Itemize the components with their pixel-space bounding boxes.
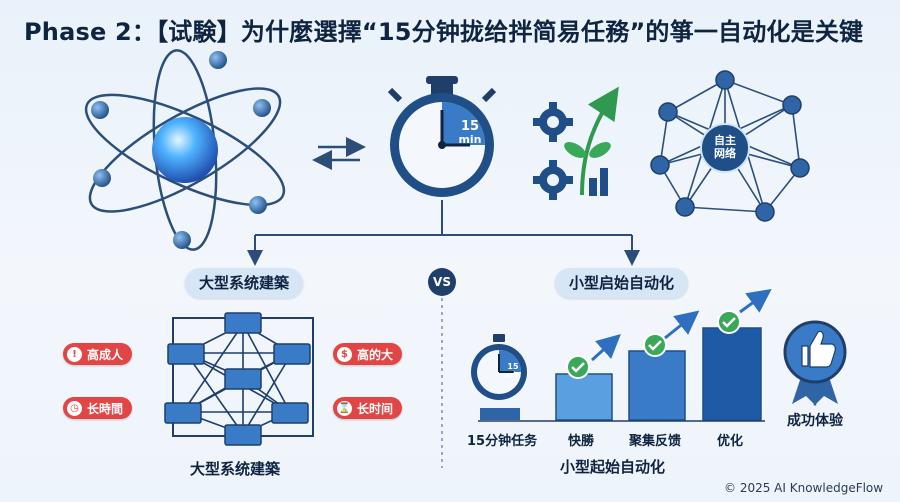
network-center-line2: 网络 bbox=[714, 147, 736, 160]
step-label: 优化 bbox=[717, 434, 744, 449]
step-label: 快勝 bbox=[568, 434, 595, 449]
warning-icon: ! bbox=[67, 346, 82, 362]
right-section-caption: 小型起始自动化 bbox=[560, 458, 666, 476]
tag-label: 长時間 bbox=[87, 401, 124, 416]
left-section-header: 大型系统建築 bbox=[185, 268, 304, 298]
branch-arrows bbox=[247, 200, 640, 266]
page-title: Phase 2：【试験】为什麼選擇“15分钟拢给拌简易任務”的箏一自动化是关键 bbox=[24, 18, 864, 46]
stopwatch-unit: min bbox=[458, 133, 482, 146]
tag-long-time: ◷ 长時間 bbox=[63, 397, 133, 419]
atom-icon bbox=[84, 49, 286, 251]
mini-stopwatch-unit: min bbox=[505, 371, 521, 379]
left-section-caption: 大型系统建築 bbox=[190, 460, 281, 478]
tag-label: 高成人 bbox=[87, 347, 124, 362]
network-nodes bbox=[650, 70, 810, 222]
right-section-header: 小型启始自动化 bbox=[555, 268, 689, 298]
vs-badge: VS bbox=[428, 268, 456, 296]
tag-label: 高的大 bbox=[357, 347, 394, 362]
tag-high-budget: $ 高的大 bbox=[333, 343, 403, 365]
step-label: 聚集反馈 bbox=[629, 434, 682, 449]
copyright-footer: © 2025 AI KnowledgeFlow bbox=[724, 481, 884, 495]
growth-gears-icon bbox=[533, 86, 619, 200]
tag-long-duration: ⌛ 长时间 bbox=[333, 397, 403, 419]
large-system-diagram bbox=[164, 312, 314, 446]
hourglass-icon: ⌛ bbox=[337, 400, 352, 416]
stopwatch-icon bbox=[387, 76, 497, 197]
check-icons bbox=[566, 310, 741, 379]
step-growth-arrows bbox=[590, 288, 772, 362]
tag-high-cost: ! 高成人 bbox=[63, 343, 133, 365]
thumbs-up-badge-icon bbox=[783, 320, 847, 406]
step-bars bbox=[555, 327, 762, 421]
tag-label: 长时间 bbox=[357, 401, 394, 416]
clock-icon: ◷ bbox=[67, 400, 82, 416]
network-center-line1: 自主 bbox=[714, 134, 736, 147]
dollar-icon: $ bbox=[337, 346, 352, 362]
mini-stopwatch-icon bbox=[471, 334, 527, 420]
stopwatch-number: 15 bbox=[460, 119, 480, 134]
success-label: 成功体验 bbox=[787, 413, 843, 429]
step-label: 15分钟任务 bbox=[467, 434, 538, 449]
exchange-arrows-icon bbox=[312, 137, 366, 170]
mini-stopwatch-number: 15 bbox=[507, 362, 519, 371]
